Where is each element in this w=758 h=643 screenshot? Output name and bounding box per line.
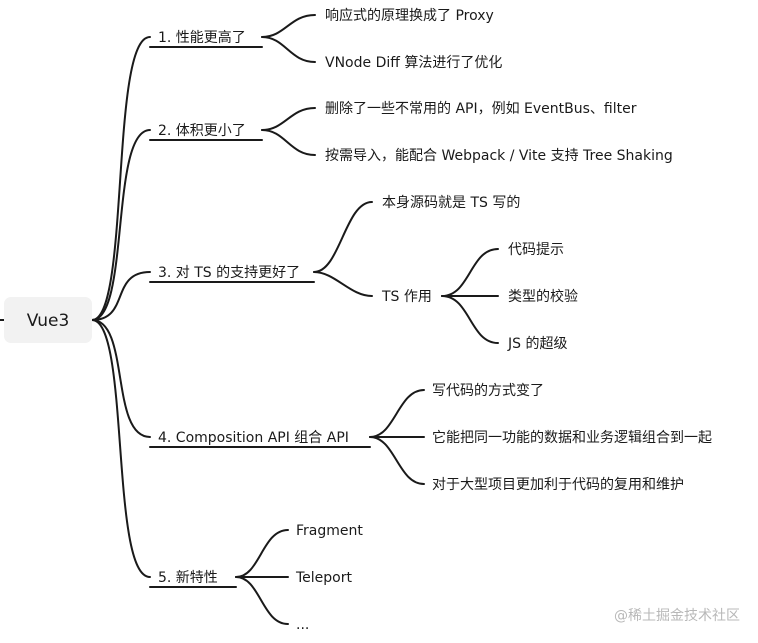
root-node-box (4, 297, 92, 343)
b5-child-1-label: Fragment (296, 523, 363, 539)
ts-child-3-label: JS 的超级 (507, 336, 567, 352)
edge-b4-c3 (369, 436, 425, 485)
ts-child-2-label: 类型的校验 (508, 288, 578, 305)
branch-nodes: 1. 性能更高了 2. 体积更小了 3. 对 TS 的支持更好了 4. Comp… (158, 29, 349, 586)
edge-ts-c3 (441, 295, 499, 344)
edge-b5-c1 (235, 529, 289, 578)
branch-4-label: 4. Composition API 组合 API (158, 430, 349, 446)
b2-child-1-label: 删除了一些不常用的 API，例如 EventBus、filter (325, 101, 637, 117)
edge-b2-c2 (261, 129, 316, 156)
edge-root-branch-3 (91, 271, 151, 321)
edge-b4-c1 (369, 389, 425, 438)
edge-b3-c2 (313, 271, 373, 297)
edge-root-branch-4 (91, 319, 151, 438)
edge-b3-c1 (313, 201, 373, 273)
branch-5-label: 5. 新特性 (158, 570, 218, 586)
watermark: @稀土掘金技术社区 (614, 608, 740, 624)
b1-child-2-label: VNode Diff 算法进行了优化 (325, 55, 502, 71)
branch-1-label: 1. 性能更高了 (158, 29, 246, 46)
edge-root-branch-1 (91, 36, 151, 321)
b4-child-2-label: 它能把同一功能的数据和业务逻辑组合到一起 (432, 429, 712, 446)
edge-b5-c3 (235, 576, 289, 625)
b4-child-1-label: 写代码的方式变了 (432, 383, 544, 399)
b2-child-2-label: 按需导入，能配合 Webpack / Vite 支持 Tree Shaking (325, 148, 673, 164)
b5-child-3-label: ... (296, 617, 309, 633)
edge-ts-c1 (441, 248, 499, 297)
b1-child-1-label: 响应式的原理换成了 Proxy (325, 7, 494, 24)
root-node-label: Vue3 (27, 311, 70, 331)
edge-b2-c1 (261, 107, 316, 131)
branch-2-label: 2. 体积更小了 (158, 123, 246, 139)
b4-child-3-label: 对于大型项目更加利于代码的复用和维护 (432, 476, 684, 493)
b3-child-2-label: TS 作用 (381, 289, 432, 305)
b3-child-1-label: 本身源码就是 TS 写的 (382, 195, 520, 211)
edge-b1-c2 (261, 36, 316, 63)
b5-child-2-label: Teleport (295, 570, 352, 586)
edge-root-branch-5 (91, 319, 151, 578)
branch-3-label: 3. 对 TS 的支持更好了 (158, 265, 300, 281)
ts-child-1-label: 代码提示 (508, 242, 564, 258)
edge-root-branch-2 (91, 129, 151, 321)
root-node: Vue3 (4, 297, 92, 343)
edges-layer (0, 14, 499, 625)
leaf-nodes: 响应式的原理换成了 Proxy VNode Diff 算法进行了优化 删除了一些… (295, 7, 712, 633)
edge-b1-c1 (261, 14, 316, 38)
